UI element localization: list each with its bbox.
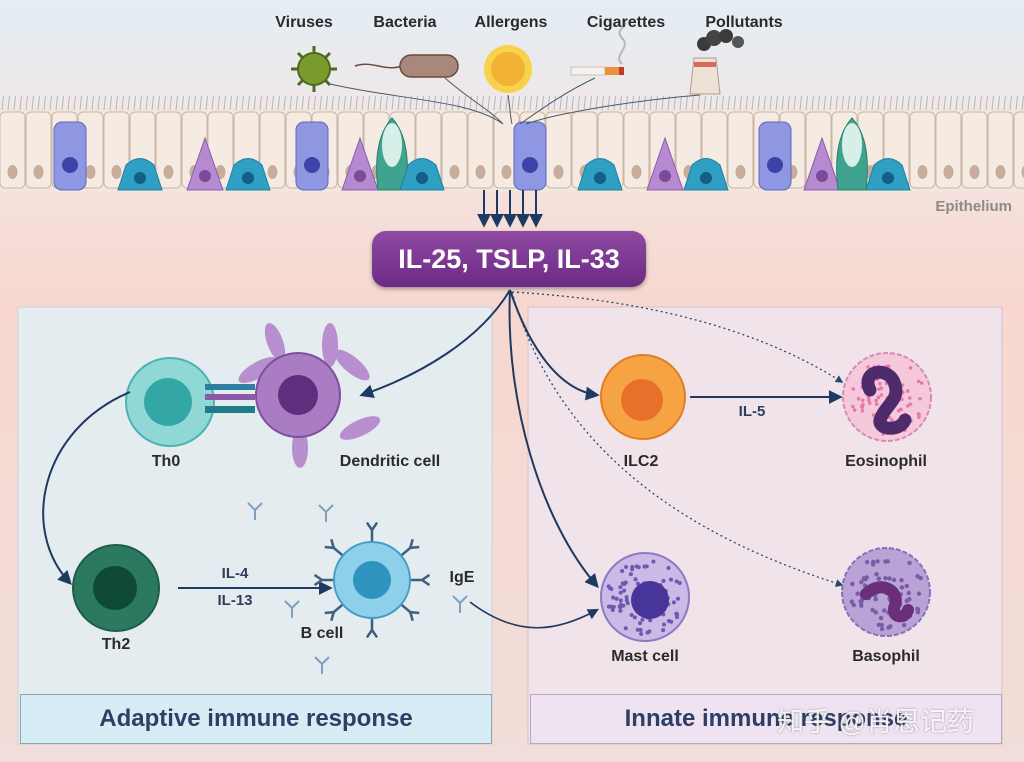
cytokine-arrows [359, 289, 600, 589]
ige-label: IgE [449, 569, 475, 586]
epithelium-label: Epithelium [935, 198, 1012, 215]
th0-to-th2-arrow [42, 391, 131, 586]
cytokine-box: IL-25, TSLP, IL-33 [372, 231, 646, 287]
il13-label: IL-13 [217, 592, 253, 609]
b-cell [313, 521, 431, 639]
basophil-label: Basophil [852, 648, 920, 665]
pollutants-icon [689, 29, 744, 95]
mast-cell [600, 552, 690, 642]
trigger-label-pollutants: Pollutants [705, 14, 783, 31]
epithelium [0, 95, 1024, 192]
th2-cell [72, 544, 160, 632]
ilc2-cell [600, 354, 686, 440]
trigger-label-viruses: Viruses [275, 14, 333, 31]
cytokine-dotted-arrows [511, 291, 844, 587]
trigger-lines [329, 77, 701, 125]
adaptive-response-banner: Adaptive immune response [20, 694, 492, 744]
cigarette-icon [570, 21, 627, 76]
dendritic-cell [238, 323, 381, 468]
eosinophil-label: Eosinophil [845, 453, 927, 470]
virus-icon [291, 46, 337, 92]
dendritic-label: Dendritic cell [339, 453, 441, 470]
trigger-label-allergens: Allergens [474, 14, 548, 31]
eosinophil-cell [842, 352, 932, 442]
th2-label: Th2 [101, 636, 131, 653]
innate-panel [527, 306, 1003, 745]
free-antibodies [247, 502, 468, 674]
innate-response-banner: Innate immune response [530, 694, 1002, 744]
receptor-complex [205, 384, 255, 413]
epithelium-to-cytokine-arrows [477, 190, 543, 228]
bacteria-icon [354, 54, 459, 78]
trigger-label-bacteria: Bacteria [373, 14, 437, 31]
ige-to-mast-arrow [469, 601, 599, 629]
mast-cell-label: Mast cell [611, 648, 679, 665]
il5-label: IL-5 [738, 403, 766, 420]
trigger-label-cigarettes: Cigarettes [586, 14, 666, 31]
watermark: 知乎 @肖恩记药 [777, 707, 974, 737]
basophil-cell [841, 547, 931, 637]
allergen-icon [484, 45, 532, 93]
il4-label: IL-4 [221, 565, 249, 582]
th0-label: Th0 [151, 453, 181, 470]
th0-cell [125, 357, 215, 447]
ilc2-label: ILC2 [623, 453, 659, 470]
b-cell-label: B cell [300, 625, 344, 642]
